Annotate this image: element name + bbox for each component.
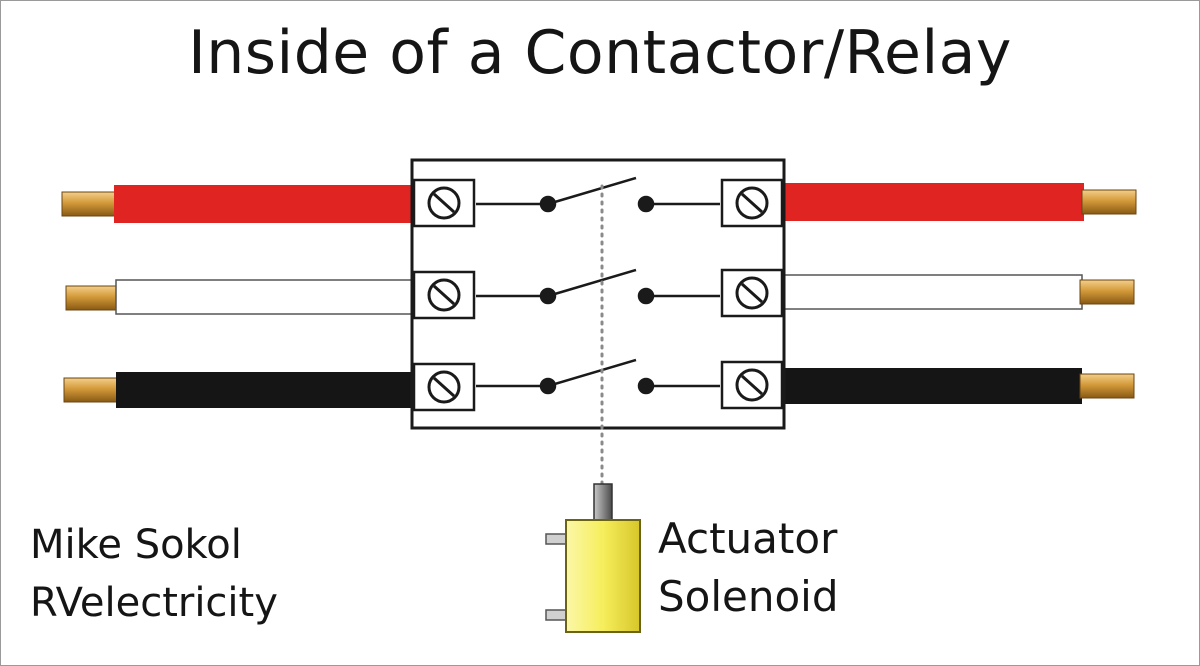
switch-blade-3: [547, 358, 637, 388]
pole-1: [61, 183, 1137, 223]
solenoid-pin-bottom: [545, 609, 567, 621]
pole-2: [65, 274, 1135, 315]
copper-tip-right-2: [1079, 279, 1135, 305]
credit-author: Mike Sokol: [30, 522, 242, 568]
terminal-right-1: [720, 178, 784, 228]
switch-blade-1: [547, 176, 637, 206]
copper-tip-right-1: [1081, 189, 1137, 215]
wire-red-right: [784, 183, 1084, 221]
copper-tip-left-3: [63, 377, 119, 403]
copper-tip-left-1: [61, 191, 117, 217]
terminals: [412, 178, 784, 412]
actuator-solenoid: [545, 483, 641, 633]
pole-3: [63, 368, 1135, 408]
wire-red-left: [114, 185, 414, 223]
terminal-right-2: [720, 268, 784, 318]
wire-white-right: [783, 274, 1083, 310]
wire-black-right: [784, 368, 1082, 404]
credit-site: RVelectricity: [30, 580, 278, 626]
terminal-left-2: [412, 270, 476, 320]
terminal-left-3: [412, 362, 476, 412]
copper-tip-right-3: [1079, 373, 1135, 399]
solenoid-plunger: [593, 483, 613, 523]
switch-contacts: [476, 176, 720, 395]
switch-blade-2: [547, 268, 637, 298]
terminal-right-3: [720, 360, 784, 410]
solenoid-pin-top: [545, 533, 567, 545]
wire-black-left: [116, 372, 414, 408]
terminal-left-1: [412, 178, 476, 228]
wire-white-left: [115, 279, 415, 315]
diagram-title: Inside of a Contactor/Relay: [188, 18, 1012, 88]
solenoid-label-line2: Solenoid: [658, 572, 839, 621]
solenoid-body: [565, 519, 641, 633]
copper-tip-left-2: [65, 285, 119, 311]
solenoid-label-line1: Actuator: [658, 514, 838, 563]
